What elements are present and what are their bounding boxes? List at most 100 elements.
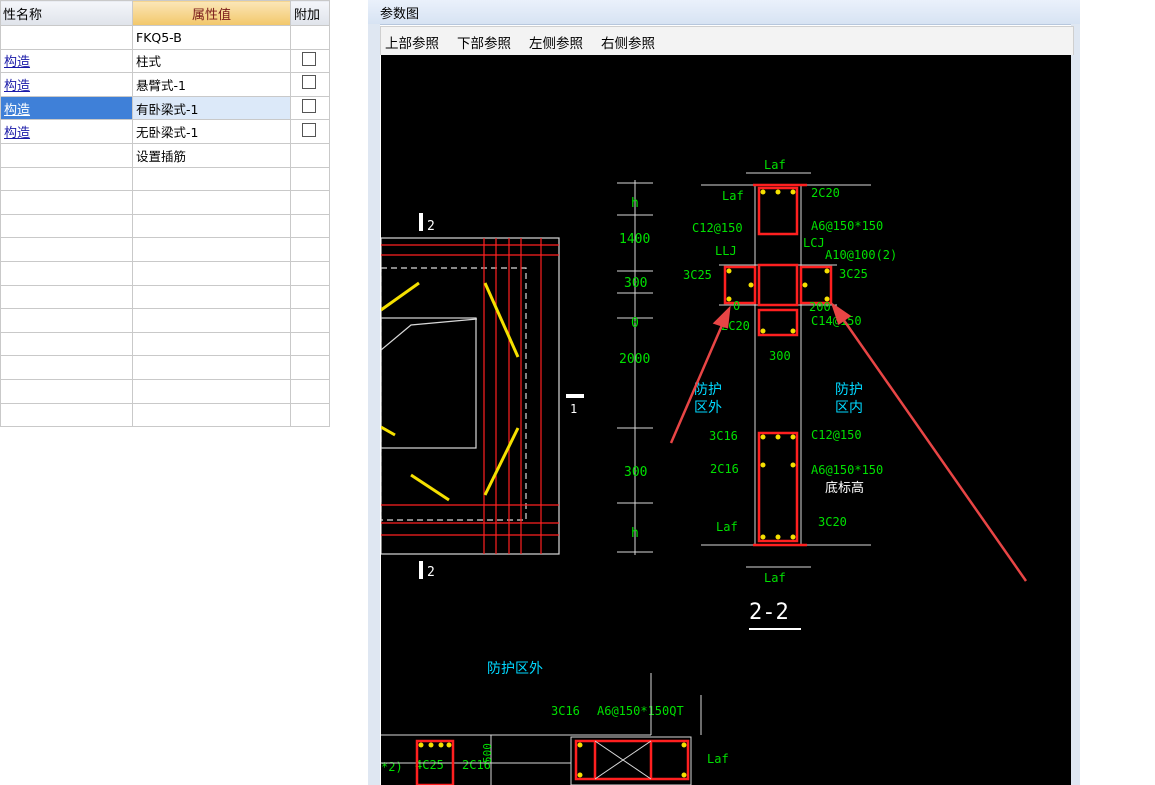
property-name-cell[interactable]: 构造: [0, 48, 133, 74]
left-reference-button[interactable]: 左侧参照: [529, 36, 583, 52]
reference-toolbar: 上部参照 下部参照 左侧参照 右侧参照: [380, 26, 1074, 55]
empty-cell[interactable]: [290, 378, 330, 404]
label-protect-out-1: 防护: [694, 382, 722, 398]
empty-cell[interactable]: [132, 378, 291, 404]
label-dim-0: 0: [733, 299, 740, 313]
empty-cell[interactable]: [132, 331, 291, 357]
empty-property-row[interactable]: [0, 402, 330, 428]
dim-300-lower: 300: [624, 465, 647, 480]
property-row[interactable]: 构造柱式: [0, 48, 330, 74]
label-dim-500: 500: [481, 743, 494, 763]
empty-cell[interactable]: [132, 190, 291, 215]
empty-cell[interactable]: [290, 402, 330, 428]
property-value-cell[interactable]: 无卧梁式-1: [132, 119, 291, 144]
property-value-cell[interactable]: 有卧梁式-1: [132, 95, 291, 121]
property-value-cell[interactable]: FKQ5-B: [132, 25, 291, 50]
right-reference-button[interactable]: 右侧参照: [601, 36, 655, 52]
empty-cell[interactable]: [132, 308, 291, 333]
empty-property-row[interactable]: [0, 260, 330, 286]
empty-property-row[interactable]: [0, 308, 330, 333]
column-header-extra[interactable]: 附加: [290, 0, 330, 26]
empty-cell[interactable]: [132, 166, 291, 192]
cad-drawing-canvas[interactable]: 2 2 1 h 1400 300 0 2000 300 h: [381, 55, 1071, 785]
column-header-name[interactable]: 性名称: [0, 0, 133, 26]
label-a6-bottom: A6@150*150: [811, 463, 883, 477]
empty-cell[interactable]: [0, 355, 133, 380]
extra-checkbox[interactable]: [302, 75, 316, 90]
empty-cell[interactable]: [290, 213, 330, 239]
empty-cell[interactable]: [0, 190, 133, 215]
empty-cell[interactable]: [0, 378, 133, 404]
label-star2: *2): [381, 760, 403, 774]
empty-property-row[interactable]: [0, 166, 330, 192]
empty-cell[interactable]: [132, 284, 291, 310]
plan-outline: [381, 237, 560, 555]
empty-cell[interactable]: [132, 355, 291, 380]
dim-300-upper: 300: [624, 276, 647, 291]
empty-cell[interactable]: [290, 331, 330, 357]
empty-cell[interactable]: [132, 237, 291, 262]
property-value-cell[interactable]: 悬臂式-1: [132, 72, 291, 97]
extra-checkbox[interactable]: [302, 122, 316, 137]
empty-cell[interactable]: [290, 284, 330, 310]
label-a6-top: A6@150*150: [811, 219, 883, 233]
empty-property-row[interactable]: [0, 284, 330, 310]
empty-cell[interactable]: [132, 402, 291, 428]
empty-cell[interactable]: [290, 166, 330, 192]
property-name-cell[interactable]: 构造: [0, 119, 133, 144]
property-row[interactable]: 构造无卧梁式-1: [0, 119, 330, 144]
empty-cell[interactable]: [290, 308, 330, 333]
top-reference-button[interactable]: 上部参照: [385, 36, 439, 52]
property-value-cell[interactable]: 设置插筋: [132, 142, 291, 168]
label-laf-lower: Laf: [707, 752, 729, 766]
empty-property-row[interactable]: [0, 190, 330, 215]
empty-property-row[interactable]: [0, 355, 330, 380]
empty-cell[interactable]: [290, 237, 330, 262]
label-dim-300: 300: [769, 349, 791, 363]
window-left-border: [368, 24, 380, 785]
property-name-cell[interactable]: [0, 142, 133, 168]
dim-0: 0: [631, 316, 639, 331]
empty-cell[interactable]: [0, 284, 133, 310]
empty-cell[interactable]: [0, 402, 133, 428]
empty-cell[interactable]: [0, 213, 133, 239]
window-right-border: [1071, 24, 1080, 785]
property-value-cell[interactable]: 柱式: [132, 48, 291, 74]
property-name-cell[interactable]: 构造: [0, 95, 133, 121]
label-protect-in-2: 区内: [835, 400, 863, 416]
plan-dashed-outline: [381, 267, 527, 521]
property-row[interactable]: 构造有卧梁式-1: [0, 95, 330, 121]
empty-cell[interactable]: [132, 213, 291, 239]
extra-checkbox[interactable]: [302, 99, 316, 114]
empty-cell[interactable]: [0, 237, 133, 262]
property-row[interactable]: 构造悬臂式-1: [0, 72, 330, 97]
section-2-2: [701, 172, 871, 568]
property-extra-cell: [290, 72, 330, 97]
property-name-cell[interactable]: 构造: [0, 72, 133, 97]
empty-cell[interactable]: [290, 355, 330, 380]
label-3c16-b: 3C16: [551, 704, 580, 718]
property-name-cell[interactable]: [0, 25, 133, 50]
section-mark-side: 1: [570, 402, 577, 416]
empty-cell[interactable]: [0, 308, 133, 333]
empty-property-row[interactable]: [0, 237, 330, 262]
extra-checkbox[interactable]: [302, 51, 316, 66]
empty-cell[interactable]: [0, 331, 133, 357]
label-2c16: 2C16: [710, 462, 739, 476]
label-3c16: 3C16: [709, 429, 738, 443]
label-2c20-top: 2C20: [811, 186, 840, 200]
empty-property-row[interactable]: [0, 378, 330, 404]
property-row[interactable]: 设置插筋: [0, 142, 330, 168]
empty-cell[interactable]: [0, 260, 133, 286]
empty-property-row[interactable]: [0, 331, 330, 357]
property-row[interactable]: FKQ5-B: [0, 25, 330, 50]
empty-cell[interactable]: [290, 190, 330, 215]
empty-cell[interactable]: [0, 166, 133, 192]
empty-cell[interactable]: [132, 260, 291, 286]
column-header-value[interactable]: 属性值: [132, 0, 291, 26]
empty-property-row[interactable]: [0, 213, 330, 239]
empty-cell[interactable]: [290, 260, 330, 286]
bottom-reference-button[interactable]: 下部参照: [457, 36, 511, 52]
label-base-elevation: 底标高: [825, 480, 864, 496]
protection-zone-labels: 防护 区外 防护 区内 防护区外: [487, 382, 863, 677]
